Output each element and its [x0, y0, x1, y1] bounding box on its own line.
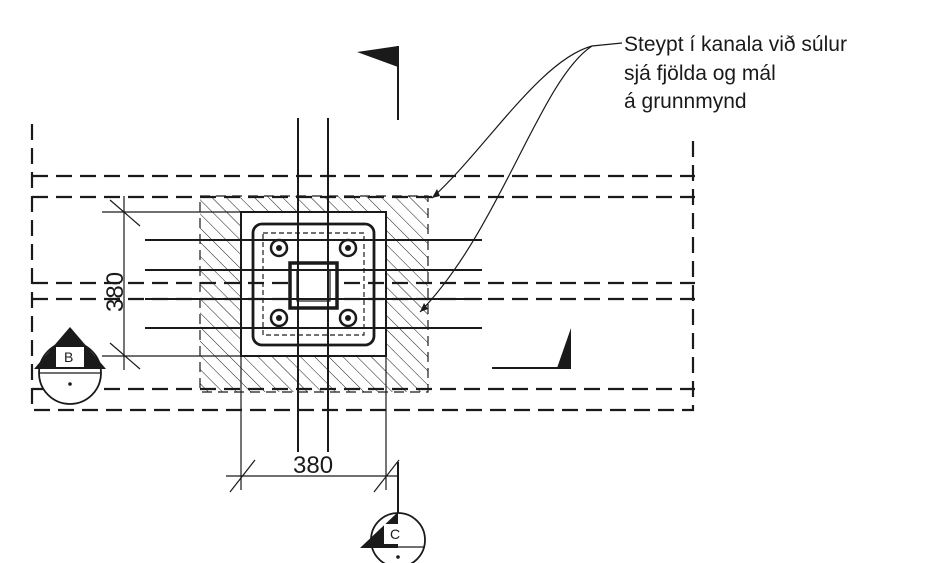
- anchor-bolt: [338, 308, 358, 328]
- annotation-line-2: sjá fjölda og mál: [624, 62, 776, 85]
- beam-outline: [30, 124, 695, 412]
- base-plate: [251, 222, 376, 347]
- anchor-bolt: [269, 308, 289, 328]
- annotation-line-3: á grunnmynd: [624, 90, 747, 113]
- anchor-bolt: [269, 238, 289, 258]
- section-marker-b: [34, 327, 106, 405]
- annotation-leader: [419, 42, 623, 313]
- section-cut-top: [357, 46, 399, 120]
- section-marker-c: [360, 462, 426, 563]
- horizontal-dimension: [226, 356, 400, 493]
- anchor-bolts: [269, 238, 358, 328]
- section-marker-c-label: C: [390, 526, 400, 542]
- vertical-dimension: [102, 196, 241, 370]
- section-cut-right: [492, 328, 571, 369]
- anchor-bolt: [338, 238, 358, 258]
- rebar-lines: [145, 118, 482, 452]
- vertical-dimension-label: 380: [102, 272, 129, 312]
- annotation-note: Steypt í kanala við súlur sjá fjölda og …: [624, 33, 847, 113]
- section-marker-b-label: B: [64, 349, 73, 365]
- horizontal-dimension-label: 380: [293, 452, 333, 479]
- annotation-line-1: Steypt í kanala við súlur: [624, 33, 847, 56]
